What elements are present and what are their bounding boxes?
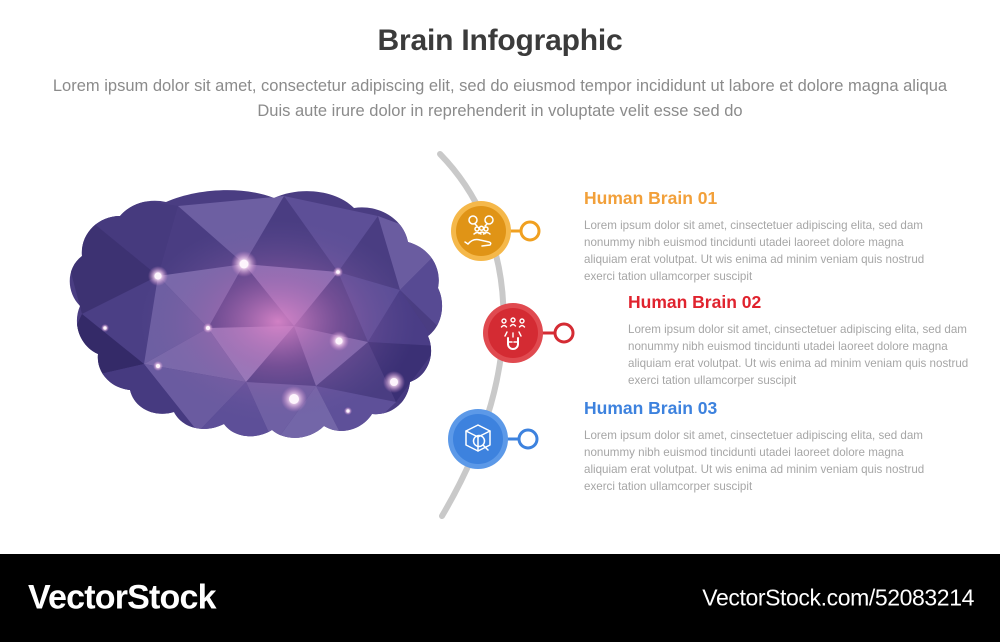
content-block-01: Human Brain 01 Lorem ipsum dolor sit ame… [584,188,936,286]
watermark-footer: VectorStock VectorStock.com/52083214 [0,554,1000,642]
magnet-attract-people-icon [500,317,526,350]
connector-ring-01 [519,220,541,242]
block-body-02: Lorem ipsum dolor sit amet, cinsectetuer… [628,323,969,388]
vectorstock-logo: VectorStock [28,578,217,617]
block-body-01: Lorem ipsum dolor sit amet, cinsectetuer… [584,219,925,284]
flow-node-03[interactable] [448,409,539,469]
page-title: Brain Infographic [377,24,623,57]
connector-ring-03 [517,428,539,450]
block-title-01: Human Brain 01 [584,188,718,208]
hand-holding-team-icon [464,215,494,247]
page-subtitle: Lorem ipsum dolor sit amet, consectetur … [52,76,948,120]
brain-nodes [101,251,405,415]
content-block-02: Human Brain 02 Lorem ipsum dolor sit ame… [628,292,980,390]
box-search-icon [465,424,491,452]
brain-illustration [48,186,448,471]
content-block-03: Human Brain 03 Lorem ipsum dolor sit ame… [584,398,936,496]
flow-node-02[interactable] [483,303,575,363]
header: Brain Infographic Lorem ipsum dolor sit … [0,0,1000,124]
flow-node-01[interactable] [451,201,541,261]
vectorstock-url: VectorStock.com/52083214 [702,584,974,611]
block-title-02: Human Brain 02 [628,292,762,312]
block-title-03: Human Brain 03 [584,398,718,418]
connector-ring-02 [553,322,575,344]
block-body-03: Lorem ipsum dolor sit amet, cinsectetuer… [584,429,925,494]
flow-connector-layer [410,150,590,520]
